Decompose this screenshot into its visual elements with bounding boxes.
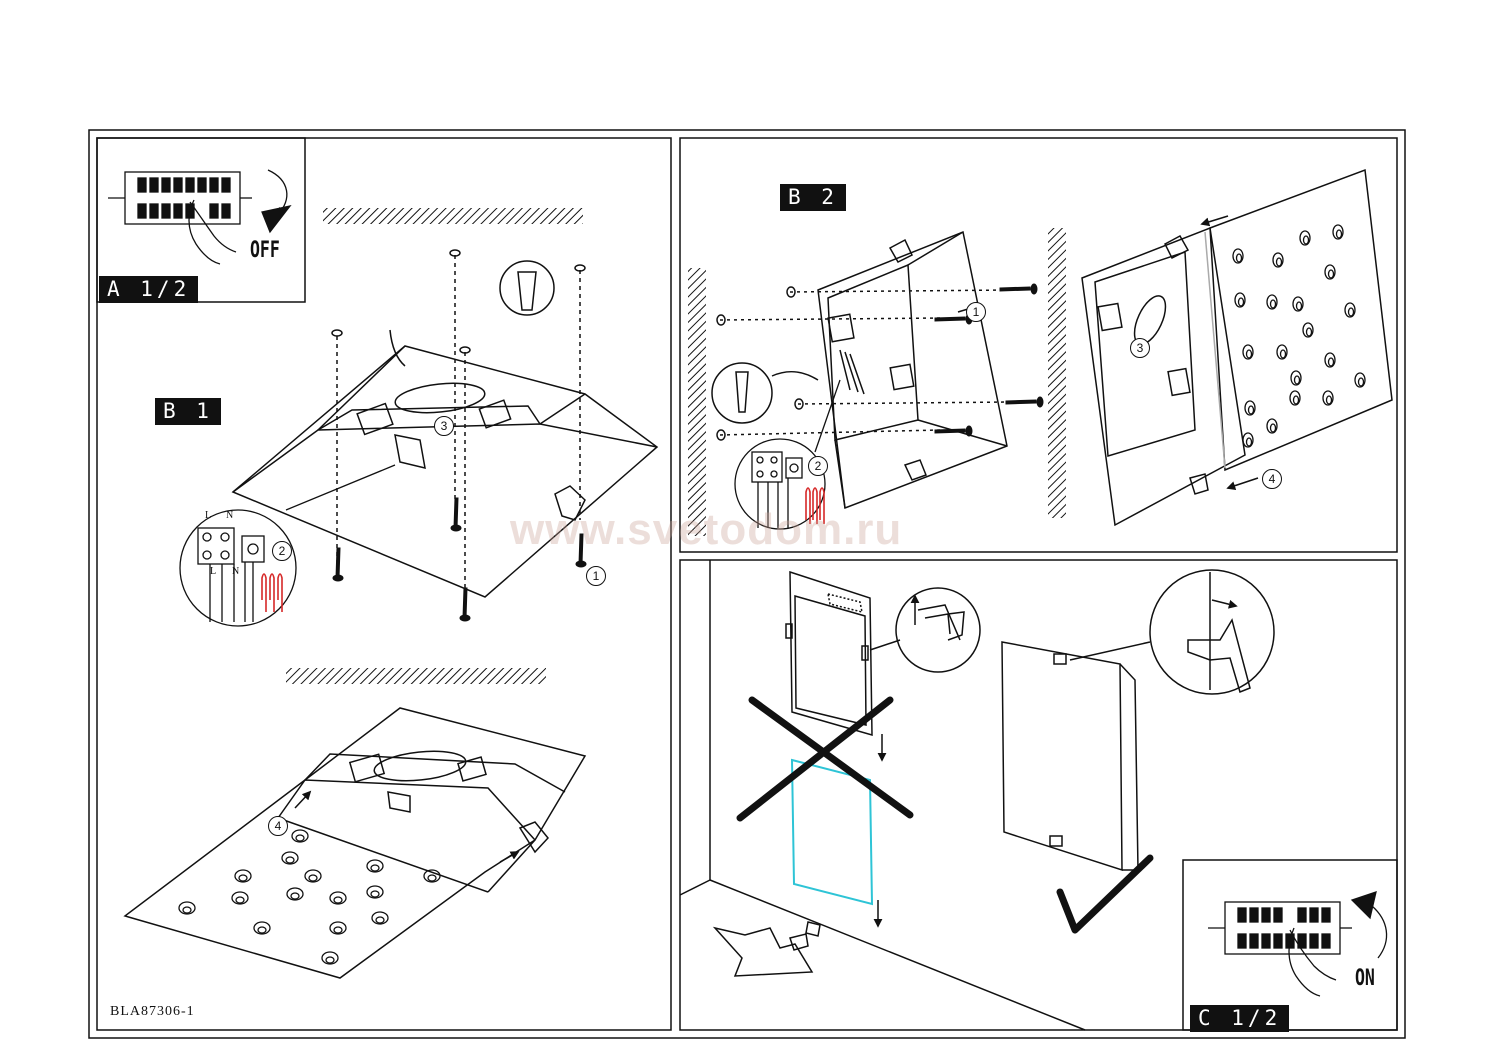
breaker-panel-off xyxy=(108,169,292,265)
glass-holes-b2 xyxy=(1232,224,1366,448)
arrow-b2-4 xyxy=(1226,477,1259,490)
panel-bottom-right xyxy=(679,559,1398,1031)
wiring-detail-b2 xyxy=(734,379,841,530)
step-number-3-b2: 3 xyxy=(1130,338,1150,358)
ceiling-hatch-upper xyxy=(323,208,583,224)
cross-mark xyxy=(736,696,914,822)
panel-b2 xyxy=(679,137,1398,553)
step-label-b2: B 2 xyxy=(780,184,846,211)
step-label-a12: A 1/2 xyxy=(99,276,199,303)
lamp-body-upper xyxy=(231,249,659,600)
screws-upper xyxy=(332,497,587,622)
room-corner xyxy=(679,560,1086,1031)
wall-hatch-left xyxy=(688,268,706,536)
step-number-4-b1: 4 xyxy=(268,816,288,836)
correct-install xyxy=(1001,569,1275,872)
terminal-n-b1: N xyxy=(226,510,235,521)
arrow-b1-4 xyxy=(294,790,312,809)
wrong-install xyxy=(712,570,981,977)
terminal-l2-b1: L xyxy=(210,566,218,577)
panel-a12 xyxy=(96,137,306,303)
step-number-1-b1: 1 xyxy=(586,566,606,586)
step-number-1-b2: 1 xyxy=(966,302,986,322)
wall-hatch-right xyxy=(1048,228,1066,518)
ceiling-hatch-lower xyxy=(286,668,546,684)
arrow-b2-top xyxy=(1200,215,1229,227)
step-number-3-b1: 3 xyxy=(434,416,454,436)
terminal-n2-b1: N xyxy=(232,566,241,577)
terminal-l-b1: L xyxy=(205,510,213,521)
falling-glass-outline xyxy=(790,758,874,906)
glass-holes-b1 xyxy=(178,829,441,965)
wires-red-b1 xyxy=(261,573,283,612)
step-label-b1: B 1 xyxy=(155,398,221,425)
panel-left xyxy=(96,137,672,1031)
arrow-b1-4b xyxy=(499,851,520,863)
panel-c12 xyxy=(1182,859,1398,1031)
watermark-text: www.svetodom.ru xyxy=(510,505,903,554)
wires-red-b2 xyxy=(805,487,825,524)
step-number-2-b1: 2 xyxy=(272,541,292,561)
lamp-body-lower xyxy=(123,707,587,979)
wiring-detail-b1 xyxy=(179,464,396,627)
outer-frame xyxy=(88,129,1406,1039)
step-number-2-b2: 2 xyxy=(808,456,828,476)
breaker-panel-on xyxy=(1208,891,1388,997)
check-mark xyxy=(1056,854,1154,934)
lamp-body-b2-closing xyxy=(1081,168,1393,527)
step-label-c12: C 1/2 xyxy=(1190,1005,1290,1032)
step-number-4-b2: 4 xyxy=(1262,469,1282,489)
model-code: BLA87306-1 xyxy=(110,1004,195,1019)
switch-off-label: OFF xyxy=(250,238,280,263)
switch-on-label: ON xyxy=(1355,966,1375,991)
lamp-body-b2-open xyxy=(711,230,1011,510)
